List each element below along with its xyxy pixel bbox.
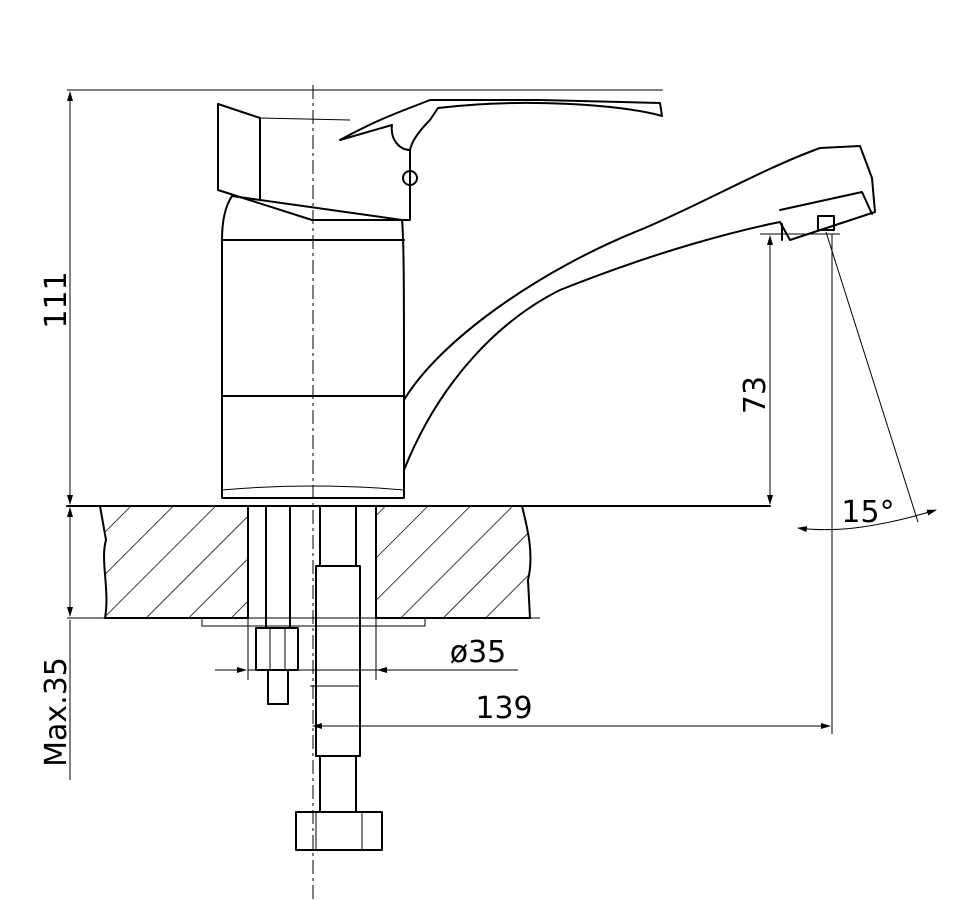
dimension-max-thickness: Max.35 <box>39 507 74 780</box>
total-height-label: 111 <box>39 271 74 328</box>
dimension-reach: 139 <box>310 234 833 734</box>
reach-label: 139 <box>475 691 532 726</box>
max-thickness-label: Max.35 <box>39 657 74 767</box>
dimension-total-height: 111 <box>39 89 663 505</box>
dimension-hole-diameter: ø35 <box>215 618 518 680</box>
spout <box>403 145 876 471</box>
dimension-angle: 15° <box>797 231 937 533</box>
angle-label: 15° <box>841 495 894 530</box>
handle-lever <box>217 99 663 221</box>
dimension-spout-height: 73 <box>738 233 840 505</box>
countertop-section <box>66 505 771 627</box>
mounting-assembly <box>255 505 383 851</box>
hole-diameter-label: ø35 <box>450 635 507 670</box>
spout-height-label: 73 <box>738 376 773 414</box>
